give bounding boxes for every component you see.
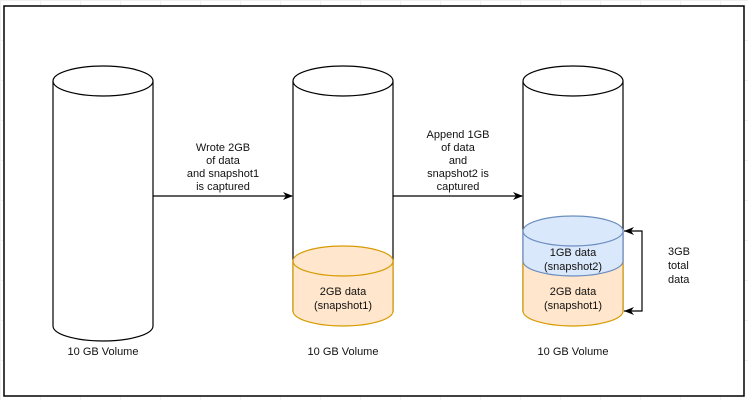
segment-label: 2GB data <box>320 286 367 298</box>
arrow-label: of data <box>206 155 241 167</box>
segment-sublabel: (snapshot1) <box>544 300 602 312</box>
arrow-label: captured <box>437 181 480 193</box>
bracket-arrowhead-bottom <box>624 307 634 315</box>
segment-sublabel: (snapshot2) <box>544 261 602 273</box>
total-label: data <box>668 274 690 286</box>
arrow-label: is captured <box>196 181 250 193</box>
segment-sublabel: (snapshot1) <box>314 300 372 312</box>
arrow-label: of data <box>441 142 476 154</box>
total-label: total <box>668 260 689 272</box>
data-segment-snapshot1[interactable] <box>292 245 394 327</box>
total-label: 3GB <box>668 246 690 258</box>
segment-label: 1GB data <box>550 247 597 259</box>
bracket-arrowhead-top <box>624 227 634 235</box>
data-segment-snapshot2[interactable] <box>522 215 624 277</box>
arrow-label: Append 1GB <box>427 129 490 141</box>
total-bracket[interactable] <box>624 230 643 312</box>
volume-cylinder-1[interactable] <box>52 65 154 342</box>
volume-label-2: 10 GB Volume <box>308 346 379 358</box>
volume-label-1: 10 GB Volume <box>68 346 139 358</box>
arrow-label: Wrote 2GB <box>196 142 250 154</box>
arrow-label: and <box>449 155 467 167</box>
data-segment-snapshot1[interactable] <box>522 261 624 327</box>
arrow-label: snapshot2 is <box>427 168 489 180</box>
volume-label-3: 10 GB Volume <box>538 346 609 358</box>
segment-label: 2GB data <box>550 286 597 298</box>
arrow-label: and snapshot1 <box>187 168 259 180</box>
